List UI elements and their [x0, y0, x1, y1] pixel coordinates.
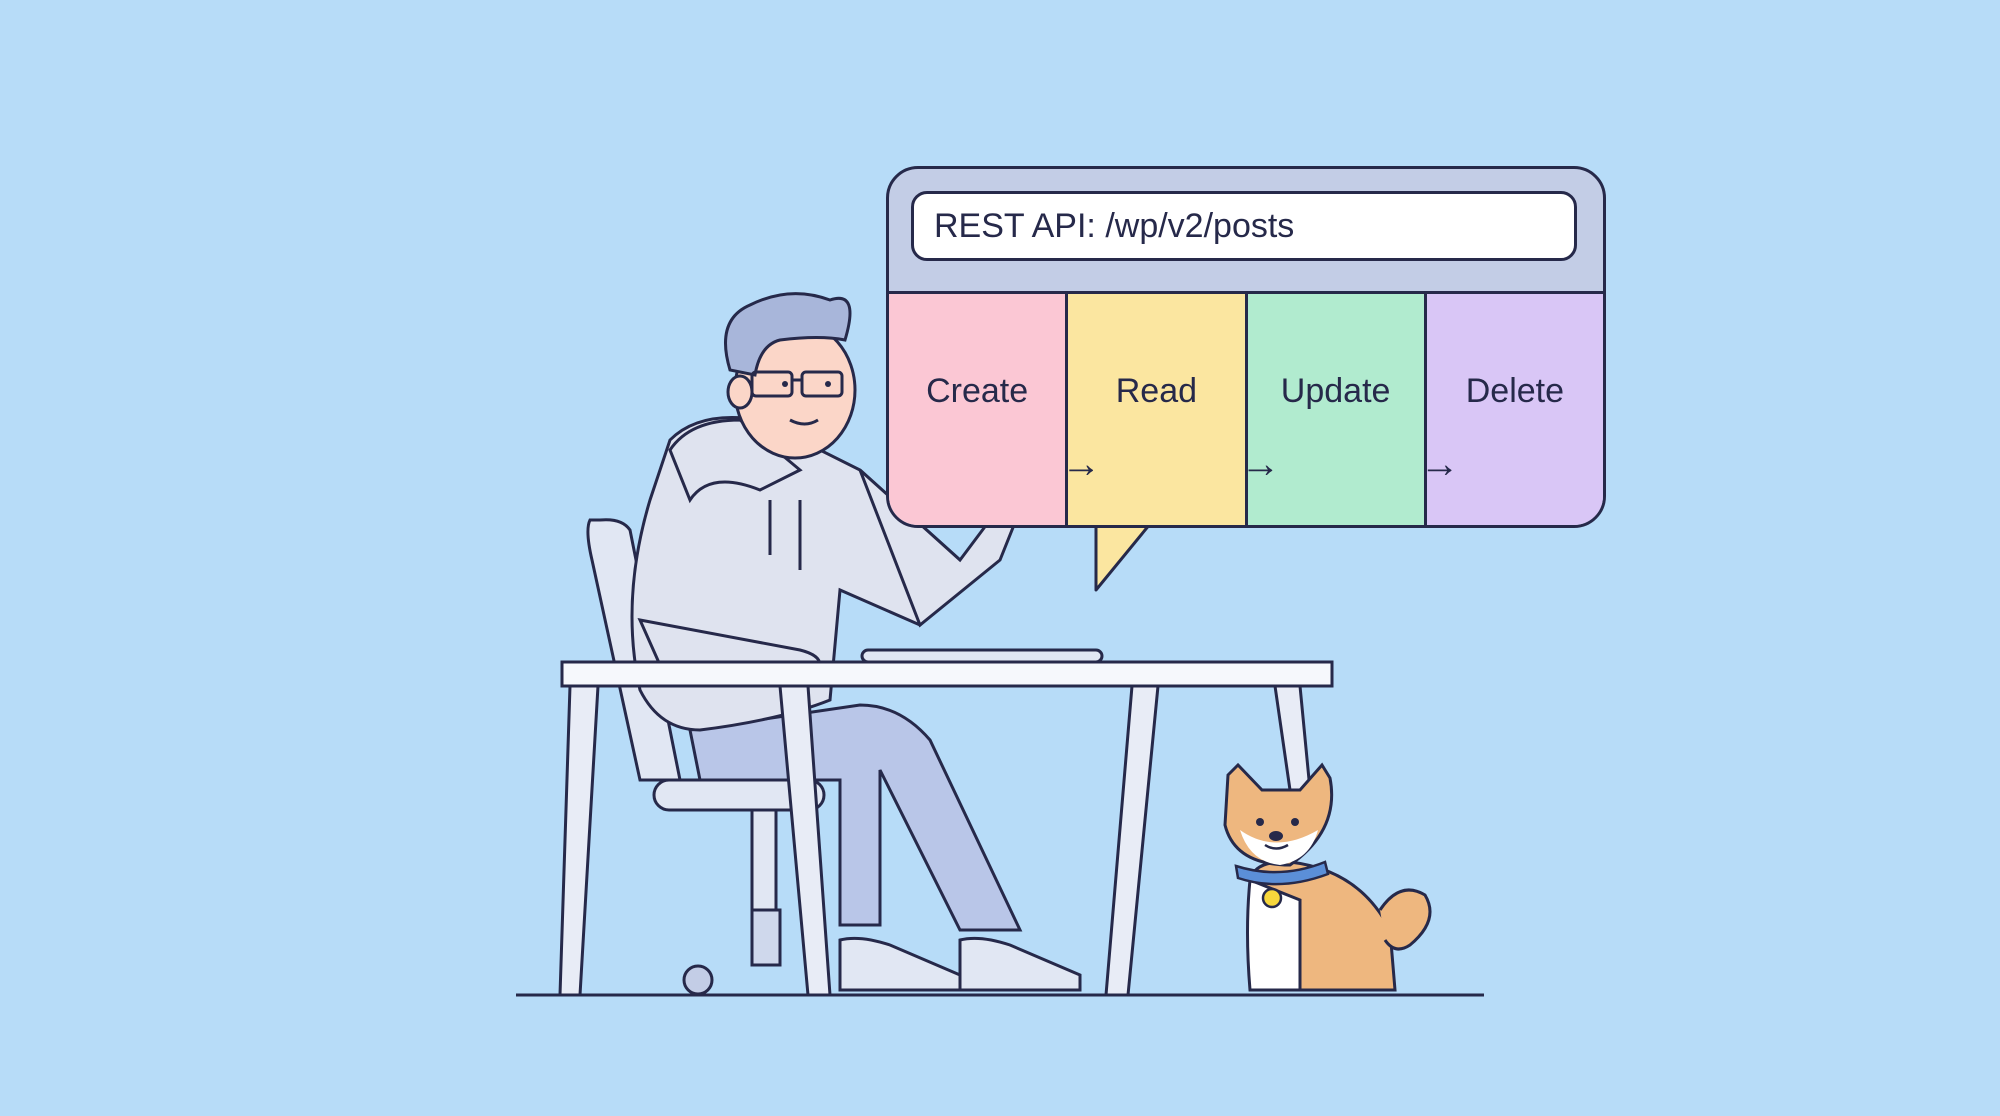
operation-create: Create →	[889, 294, 1101, 525]
operation-update: Update →	[1247, 294, 1460, 525]
glasses-left-lens	[750, 370, 794, 398]
api-speech-panel: REST API: /wp/v2/posts Create → Read → U…	[886, 166, 1606, 528]
desk-top	[560, 660, 1334, 688]
chair-cylinder	[750, 908, 782, 967]
chair-wheel	[682, 964, 714, 996]
operation-label: Update	[1280, 371, 1391, 410]
endpoint-bar: REST API: /wp/v2/posts	[911, 191, 1577, 261]
glasses-right-lens	[800, 370, 844, 398]
operation-read: Read →	[1068, 294, 1281, 525]
api-panel-frame: REST API: /wp/v2/posts Create → Read → U…	[886, 166, 1606, 528]
laptop-closed	[860, 648, 1104, 664]
operation-delete: Delete	[1426, 294, 1603, 525]
dog-nose	[1269, 831, 1283, 841]
dog-collar	[1234, 860, 1330, 886]
arrow-right-icon: →	[1240, 442, 1281, 486]
endpoint-label: REST API: /wp/v2/posts	[934, 206, 1295, 245]
shiba-dog	[1223, 762, 1432, 992]
operation-label: Delete	[1465, 371, 1565, 410]
dog-tail	[1378, 888, 1432, 951]
desk-leg-back-left	[778, 684, 832, 997]
dog-tag	[1261, 887, 1283, 909]
dog-eye-right	[1291, 818, 1299, 826]
operation-label: Read	[1115, 371, 1198, 410]
operation-label: Create	[926, 371, 1029, 410]
ear	[726, 374, 754, 410]
arrow-right-icon: →	[1061, 442, 1102, 486]
dog-eye-left	[1256, 818, 1264, 826]
desk-leg-back-right	[1273, 684, 1312, 792]
eye-left	[782, 381, 788, 387]
shoe-right	[958, 936, 1082, 992]
smile	[789, 418, 819, 426]
hood	[668, 418, 803, 504]
desk-leg-front-left	[558, 684, 600, 997]
shoe-left	[838, 936, 962, 992]
desk-leg-front-right	[1104, 684, 1160, 997]
speech-tail	[1070, 522, 1152, 592]
hair	[724, 292, 852, 377]
eye-right	[825, 381, 831, 387]
arrow-right-icon: →	[1419, 442, 1460, 486]
pants	[688, 703, 1023, 932]
crud-columns: Create → Read → Update → Delete	[889, 291, 1603, 525]
